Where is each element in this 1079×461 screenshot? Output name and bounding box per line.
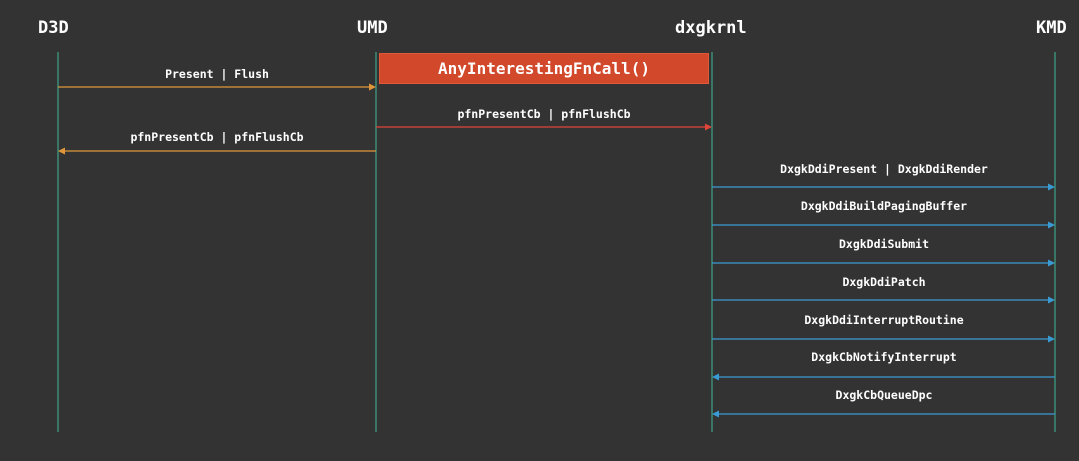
participant-dxgkrnl: dxgkrnl xyxy=(675,18,747,38)
message-arrow xyxy=(376,123,712,131)
message-arrow xyxy=(712,296,1055,304)
message-label-ddi-present-render: DxgkDdiPresent | DxgkDdiRender xyxy=(780,162,988,176)
participant-kmd: KMD xyxy=(1036,18,1067,38)
message-label-ddi-patch: DxgkDdiPatch xyxy=(842,275,926,289)
highlight-function-call: AnyInterestingFnCall() xyxy=(379,53,709,84)
message-label-ddi-interrupt-routine: DxgkDdiInterruptRoutine xyxy=(804,313,964,327)
message-arrow xyxy=(712,410,1055,418)
message-label-umd-to-dxgkrnl: pfnPresentCb | pfnFlushCb xyxy=(457,107,631,121)
message-label-cb-queue-dpc: DxgkCbQueueDpc xyxy=(835,388,933,402)
message-arrow xyxy=(712,373,1055,381)
message-arrow xyxy=(712,221,1055,229)
message-arrow xyxy=(58,147,376,155)
message-label-ddi-submit: DxgkDdiSubmit xyxy=(838,237,930,251)
participant-d3d: D3D xyxy=(38,18,69,38)
message-label-cb-notify-interrupt: DxgkCbNotifyInterrupt xyxy=(811,350,957,364)
message-arrow xyxy=(712,335,1055,343)
message-arrow xyxy=(712,183,1055,191)
message-arrow xyxy=(712,259,1055,267)
message-label-ddi-build-paging-buffer: DxgkDdiBuildPagingBuffer xyxy=(800,199,968,213)
participant-umd: UMD xyxy=(357,18,388,38)
message-label-umd-to-d3d: pfnPresentCb | pfnFlushCb xyxy=(130,130,304,144)
message-arrow xyxy=(58,83,376,91)
message-label-present-flush: Present | Flush xyxy=(165,67,269,81)
